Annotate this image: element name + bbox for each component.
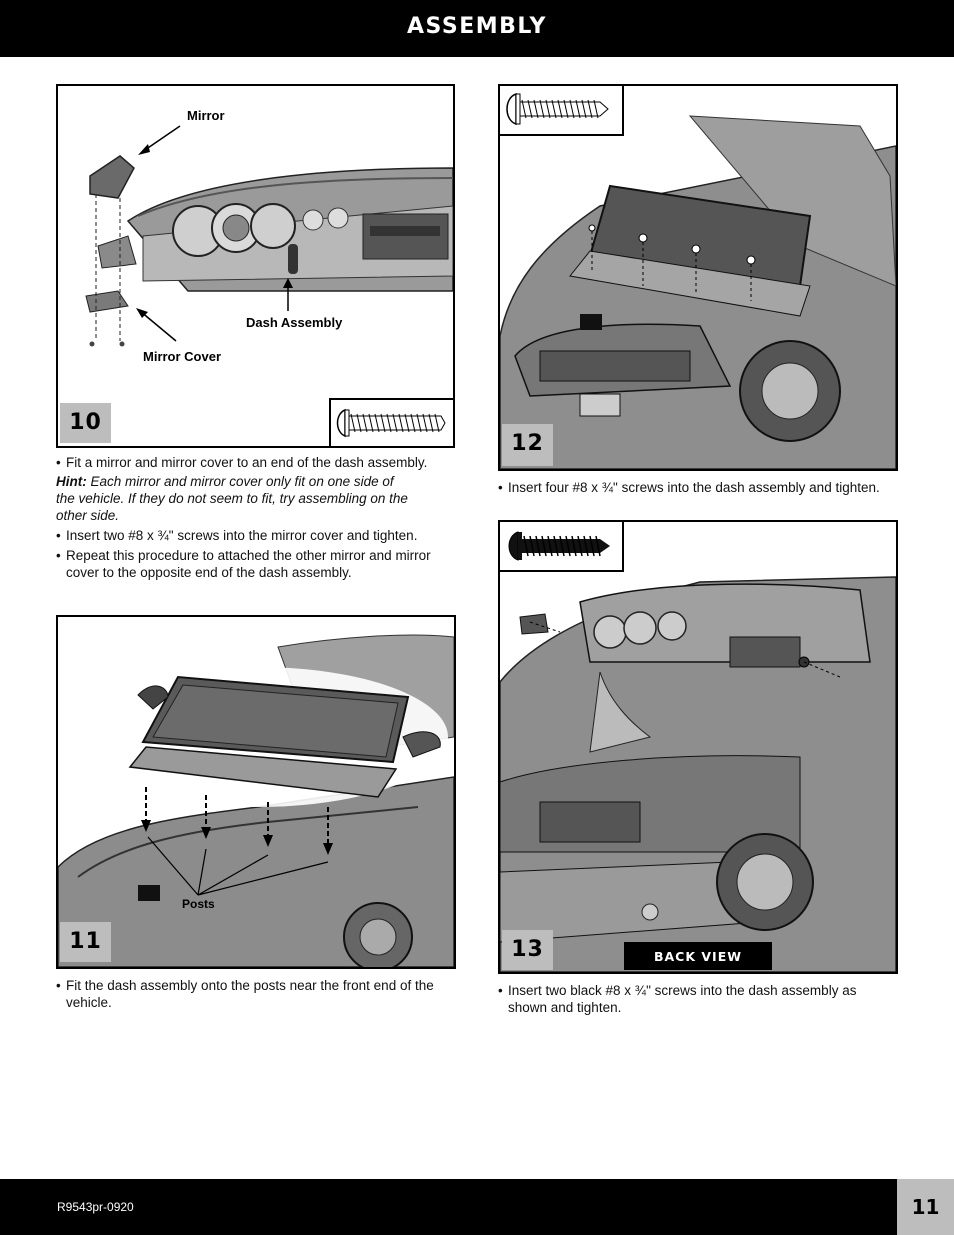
step-12-screw-box — [500, 86, 624, 136]
mirror-label: Mirror — [187, 108, 225, 123]
step-10-instructions: Fit a mirror and mirror cover to an end … — [56, 454, 456, 581]
black-screw-icon — [508, 531, 610, 561]
step-12-illustration — [500, 115, 896, 469]
page-header: ASSEMBLY — [0, 0, 954, 57]
step-13-number: 13 — [502, 930, 553, 970]
step-10-screw-box — [329, 398, 453, 446]
back-view-label: BACK VIEW — [624, 942, 772, 970]
step-11-number: 11 — [60, 922, 111, 962]
step-13-instructions: Insert two black #8 x ¾" screws into the… — [498, 982, 873, 1016]
step-12-number: 12 — [502, 424, 553, 466]
step-13-illustration — [500, 576, 896, 972]
step-12-panel: 12 — [498, 84, 898, 471]
page-number: 11 — [897, 1179, 954, 1235]
step-12-instructions: Insert four #8 x ¾" screws into the dash… — [498, 479, 918, 496]
page-footer: R9543pr-0920 — [0, 1179, 897, 1235]
step-11-instructions: Fit the dash assembly onto the posts nea… — [56, 977, 441, 1011]
step-10-bullet-1: Fit a mirror and mirror cover to an end … — [56, 454, 456, 471]
mirror-cover-label: Mirror Cover — [143, 349, 222, 364]
screw-icon — [506, 92, 609, 126]
step-10-number: 10 — [60, 403, 111, 443]
hint-label: Hint: — [56, 474, 87, 489]
step-11-bullet-1: Fit the dash assembly onto the posts nea… — [56, 977, 441, 1011]
posts-label: Posts — [182, 897, 215, 911]
dash-assembly-label: Dash Assembly — [246, 315, 343, 330]
step-10-panel: Mirror Dash Assembly Mirror Cover 10 — [56, 84, 455, 448]
step-13-screw-box — [500, 522, 624, 572]
step-10-bullet-3: Repeat this procedure to attached the ot… — [56, 547, 456, 581]
step-10-hint: Hint: Each mirror and mirror cover only … — [56, 473, 416, 524]
step-12-bullet-1: Insert four #8 x ¾" screws into the dash… — [498, 479, 918, 496]
step-13-bullet-1: Insert two black #8 x ¾" screws into the… — [498, 982, 873, 1016]
page-title: ASSEMBLY — [407, 14, 547, 39]
step-13-panel: 13 — [498, 520, 898, 974]
step-11-panel: Posts 11 — [56, 615, 456, 969]
hint-text: Each mirror and mirror cover only fit on… — [56, 474, 408, 523]
document-code: R9543pr-0920 — [57, 1200, 134, 1214]
screw-icon — [336, 408, 446, 438]
step-10-bullet-2: Insert two #8 x ¾" screws into the mirro… — [56, 527, 456, 544]
step-11-illustration — [58, 617, 454, 967]
step-10-illustration — [85, 125, 453, 347]
